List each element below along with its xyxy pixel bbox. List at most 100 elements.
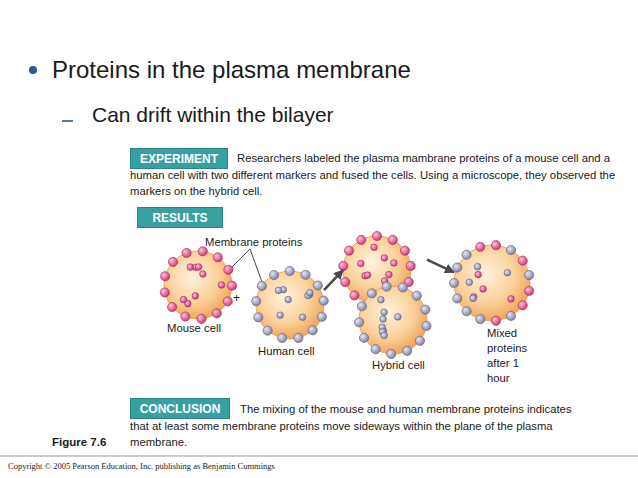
cell-body — [359, 286, 427, 354]
membrane-protein — [371, 345, 380, 354]
membrane-protein — [453, 294, 462, 303]
membrane-protein — [462, 250, 471, 259]
membrane-protein — [378, 296, 385, 303]
membrane-protein — [252, 297, 261, 306]
membrane-protein — [381, 255, 388, 262]
cell — [449, 241, 533, 326]
membrane-protein — [200, 271, 207, 278]
membrane-protein — [525, 270, 534, 279]
membrane-protein — [218, 282, 225, 289]
cell — [160, 247, 236, 324]
membrane-protein — [388, 235, 397, 244]
text-label: Membrane proteins — [205, 235, 302, 249]
membrane-protein — [475, 271, 482, 278]
membrane-protein — [462, 307, 471, 316]
text-label: Copyright © 2005 Pearson Education, Inc.… — [8, 461, 275, 472]
membrane-protein — [422, 321, 431, 330]
membrane-protein — [357, 260, 364, 267]
cell-label: Mixed proteins after 1 hour — [487, 326, 541, 386]
membrane-protein — [381, 332, 388, 339]
membrane-protein — [391, 260, 398, 267]
membrane-protein — [371, 244, 378, 251]
membrane-protein — [339, 261, 348, 270]
membrane-protein — [504, 269, 511, 276]
cell-shape — [454, 245, 530, 321]
membrane-protein — [380, 316, 387, 323]
membrane-protein — [160, 288, 169, 297]
cell-body — [256, 271, 324, 339]
leader-line — [231, 249, 250, 268]
membrane-protein — [254, 313, 263, 322]
membrane-protein — [257, 281, 266, 290]
membrane-protein — [382, 282, 391, 291]
membrane-protein — [187, 264, 194, 271]
membrane-protein — [308, 326, 317, 335]
membrane-protein — [344, 246, 353, 255]
cell-label: Hybrid cell — [372, 358, 425, 373]
membrane-protein — [180, 296, 187, 303]
membrane-protein — [364, 272, 371, 279]
membrane-protein — [449, 278, 458, 287]
cell-shape — [164, 251, 232, 319]
cell-body — [164, 251, 232, 319]
cell-figure: Mixed proteins after 1 hour — [454, 245, 530, 321]
leader-line — [250, 249, 262, 282]
membrane-protein — [367, 289, 376, 298]
bullet — [29, 66, 37, 74]
slide-title: Proteins in the plasma membrane — [52, 55, 411, 84]
membrane-protein — [357, 235, 366, 244]
cell-figure: Mouse cell — [164, 251, 232, 319]
membrane-protein — [161, 272, 170, 281]
cell-label: Mouse cell — [167, 321, 221, 336]
section-tag: EXPERIMENT — [130, 148, 228, 169]
cell — [252, 266, 329, 342]
membrane-protein — [406, 261, 415, 270]
membrane-protein — [474, 263, 481, 270]
membrane-protein — [506, 245, 515, 254]
membrane-protein — [285, 266, 294, 275]
membrane-protein — [319, 296, 328, 305]
membrane-protein — [307, 289, 314, 296]
membrane-protein — [412, 291, 421, 300]
membrane-protein — [476, 315, 485, 324]
process-arrow — [427, 260, 454, 273]
tag-text: RESULTS — [152, 211, 207, 225]
membrane-protein — [263, 326, 272, 335]
cell-label: Human cell — [258, 344, 315, 359]
membrane-protein — [195, 264, 202, 271]
membrane-protein — [518, 256, 527, 265]
cell-body — [454, 245, 530, 321]
membrane-protein — [421, 305, 430, 314]
membrane-protein — [491, 316, 500, 325]
membrane-protein — [453, 263, 462, 272]
connector-group — [324, 270, 343, 290]
membrane-protein — [387, 349, 396, 358]
membrane-protein — [198, 247, 207, 256]
membrane-protein — [372, 231, 381, 240]
text-label: + — [233, 291, 240, 305]
membrane-protein — [359, 333, 368, 342]
membrane-protein — [213, 253, 222, 262]
cell-figure: Human cell — [256, 271, 324, 339]
membrane-protein — [398, 283, 407, 292]
section-tag: RESULTS — [137, 207, 223, 228]
membrane-protein — [506, 311, 515, 320]
text-label: Figure 7.6 — [52, 435, 106, 449]
membrane-protein — [491, 241, 500, 250]
membrane-protein — [227, 281, 236, 290]
membrane-protein — [181, 312, 190, 321]
section-tag: CONCLUSION — [130, 398, 230, 419]
dash — [62, 120, 73, 122]
membrane-protein — [395, 314, 402, 321]
membrane-protein — [350, 291, 359, 300]
cell-figure: Hybrid cell — [343, 236, 427, 354]
cell-shape — [343, 236, 427, 354]
membrane-protein — [269, 270, 278, 279]
membrane-protein — [466, 279, 473, 286]
cell — [354, 282, 431, 359]
membrane-protein — [223, 297, 232, 306]
tag-text: CONCLUSION — [140, 402, 221, 416]
membrane-protein — [357, 302, 366, 311]
membrane-protein — [294, 333, 303, 342]
